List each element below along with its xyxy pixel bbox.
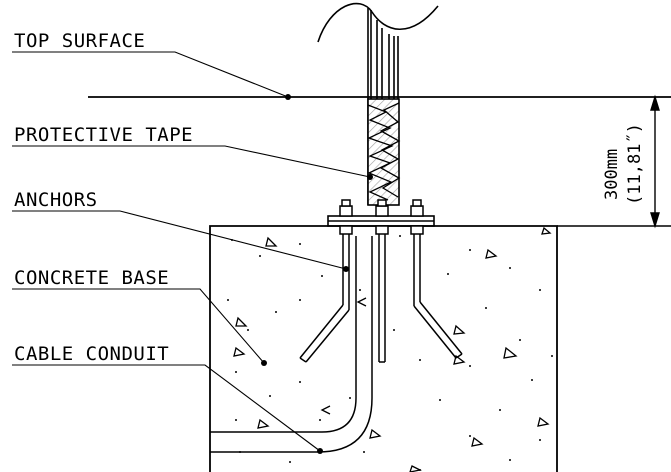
- label-cable-conduit: CABLE CONDUIT: [14, 343, 169, 365]
- protective-tape: [367, 98, 401, 206]
- label-protective-tape: PROTECTIVE TAPE: [14, 124, 193, 146]
- base-plate: [327, 215, 435, 227]
- dimension-metric: 300mm: [602, 149, 622, 200]
- leader-dots: [261, 94, 373, 454]
- label-top-surface: TOP SURFACE: [14, 30, 145, 52]
- anchor-bolts: [299, 199, 463, 363]
- concrete-base: [209, 225, 558, 472]
- leader-lines: [12, 51, 371, 452]
- label-anchors: ANCHORS: [14, 189, 98, 211]
- dimension: 300mm (11,81˝): [557, 94, 671, 229]
- dimension-imperial: (11,81˝): [625, 123, 645, 205]
- label-concrete-base: CONCRETE BASE: [14, 267, 169, 289]
